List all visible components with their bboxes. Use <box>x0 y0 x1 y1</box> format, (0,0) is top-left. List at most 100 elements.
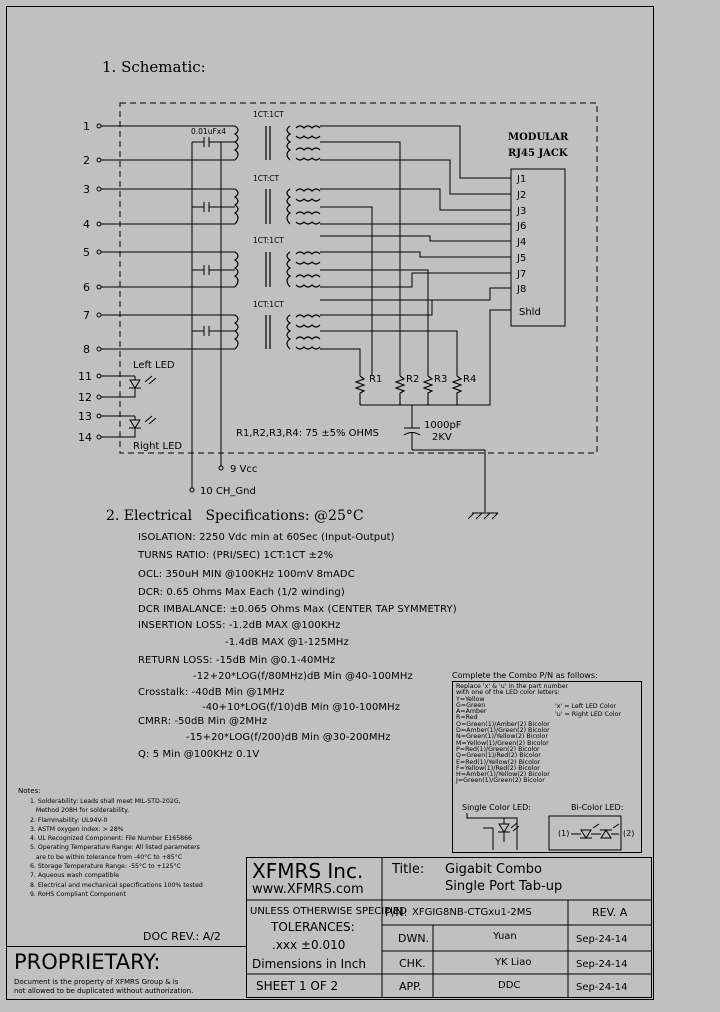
electrical-title-a: 2. Electrical <box>106 508 193 524</box>
dwn-date: Sep-24-14 <box>576 934 628 945</box>
pin-6: 6 <box>83 281 90 294</box>
spec-crosstalk-2: -40+10*LOG(f/10)dB Min @10-100MHz <box>202 702 401 713</box>
notes-list: 1. Solderability: Leads shall meet MIL-S… <box>30 798 203 901</box>
pin-8: 8 <box>83 343 90 356</box>
ratio-label-2: 1CT:CT <box>253 174 280 183</box>
note-line: 4. UL Recognized Component: File Number … <box>30 835 192 843</box>
app-label: APP. <box>399 980 422 993</box>
title-block-grid <box>246 857 652 998</box>
spec-insertion-loss-2: -1.4dB MAX @1-125MHz <box>225 637 349 648</box>
note-line: 3. ASTM oxygen index: > 28% <box>30 825 124 833</box>
pin-3: 3 <box>83 183 90 196</box>
spec-dcr: DCR: 0.65 Ohms Max Each (1/2 winding) <box>138 587 345 598</box>
unless-label: UNLESS OTHERWISE SPECIFIED <box>250 906 407 917</box>
proprietary-line-2: not allowed to be duplicated without aut… <box>14 987 194 995</box>
single-led-label: Single Color LED: <box>462 803 531 812</box>
hv-cap-value: 1000pF <box>424 420 462 431</box>
electrical-title: 2. Electrical Specifications: @25°C <box>106 508 364 524</box>
ratio-label-3: 1CT:1CT <box>253 236 284 245</box>
proprietary-line-1: Document is the property of XFMRS Group … <box>14 978 179 986</box>
pin-11: 11 <box>78 370 92 383</box>
note-line: 2. Flammability: UL94V-0 <box>30 816 108 824</box>
combo-line: H=Amber(1)/Yellow(2) Bicolor <box>456 771 550 779</box>
right-led-label: Right LED <box>133 441 182 452</box>
company-website: www.XFMRS.com <box>252 882 364 897</box>
combo-line: E=Red(1)/Yellow(2) Bicolor <box>456 758 541 766</box>
bi-led-label: Bi-Color LED: <box>571 803 624 812</box>
dwn-label: DWN. <box>398 932 430 945</box>
ratio-label-1: 1CT:1CT <box>253 110 284 119</box>
spec-crosstalk: Crosstalk: -40dB Min @1MHz <box>138 687 285 698</box>
spec-return-loss-2: -12+20*LOG(f/80MHz)dB Min @40-100MHz <box>193 671 413 682</box>
jack-pin-j2: J2 <box>516 190 526 201</box>
combo-line: Q=Green(1)/Red(2) Bicolor <box>456 752 541 760</box>
chk-label: CHK. <box>399 957 426 970</box>
r4-label: R4 <box>463 374 476 385</box>
combo-title: Complete the Combo P/N as follows: <box>452 671 598 680</box>
title-line-2: Single Port Tab-up <box>445 879 563 894</box>
r2-label: R2 <box>406 374 419 385</box>
combo-line: J=Green(1)/Green(2) Bicolor <box>456 777 545 785</box>
spec-insertion-loss: INSERTION LOSS: -1.2dB MAX @100KHz <box>138 620 341 631</box>
hv-cap-voltage: 2KV <box>432 432 452 443</box>
combo-u-note: 'u' = Right LED Color <box>555 711 622 718</box>
bi-led-2: (2) <box>623 829 634 838</box>
jack-pin-j8: J8 <box>516 284 526 295</box>
jack-pin-j5: J5 <box>516 253 526 264</box>
combo-line: F=Yellow(1)/Red(2) Bicolor <box>456 764 540 772</box>
jack-pin-j4: J4 <box>516 237 526 248</box>
combo-line: D=Amber(1)/Green(2) Bicolor <box>456 727 550 735</box>
combo-line: R=Red <box>456 714 478 722</box>
chk-date: Sep-24-14 <box>576 959 628 970</box>
part-number: XFGIG8NB-CTGxu1-2MS <box>412 907 532 918</box>
combo-line: A=Amber <box>456 708 487 716</box>
jack-title-2: RJ45 JACK <box>508 148 568 159</box>
pn-label: P/N: <box>385 906 408 919</box>
combo-line: P=Red(1)/Green(2) Bicolor <box>456 745 540 753</box>
proprietary-rule <box>6 946 246 947</box>
chk-name: YK Liao <box>495 957 532 968</box>
note-line: are to be within tolerance from -40°C to… <box>30 853 183 861</box>
app-name: DDC <box>498 980 521 991</box>
title-block: XFMRS Inc. www.XFMRS.com Title: Gigabit … <box>246 857 652 998</box>
jack-title-1: MODULAR <box>508 132 569 143</box>
pin-14: 14 <box>78 431 92 444</box>
note-line: 8. Electrical and mechanical specificati… <box>30 881 203 889</box>
spec-ocl: OCL: 350uH MIN @100KHz 100mV 8mADC <box>138 569 355 580</box>
r1-label: R1 <box>369 374 382 385</box>
dwn-name: Yuan <box>493 931 517 942</box>
spec-turns-ratio: TURNS RATIO: (PRI/SEC) 1CT:1CT ±2% <box>138 550 334 561</box>
spec-q: Q: 5 Min @100KHz 0.1V <box>138 749 260 760</box>
spec-isolation: ISOLATION: 2250 Vdc min at 60Sec (Input-… <box>138 532 395 543</box>
combo-x-note: 'x' = Left LED Color <box>555 703 617 710</box>
combo-line: Replace 'x' & 'u' in the part number <box>456 683 569 690</box>
combo-line: O=Green(1)/Amber(2) Bicolor <box>456 720 550 728</box>
combo-line: M=Yellow(1)/Green(2) Bicolor <box>456 739 549 747</box>
combo-line: with one of the LED color letters: <box>456 689 560 697</box>
app-date: Sep-24-14 <box>576 982 628 993</box>
pin-4: 4 <box>83 218 90 231</box>
title-label: Title: <box>392 862 425 877</box>
pin-2: 2 <box>83 154 90 167</box>
schematic-diagram: 1 2 3 4 5 6 7 8 11 12 13 14 0.01uFx4 1CT… <box>78 102 598 520</box>
jack-pin-j1: J1 <box>516 174 526 185</box>
electrical-title-b: Specifications: @25°C <box>205 508 364 524</box>
combo-line: Y=Yellow <box>456 695 485 703</box>
resistor-note: R1,R2,R3,R4: 75 ±5% OHMS <box>236 428 379 439</box>
drawing-border <box>6 6 654 1000</box>
jack-pin-shld: Shld <box>519 307 541 318</box>
pin-5: 5 <box>83 246 90 259</box>
jack-pin-j6: J6 <box>516 221 526 232</box>
title-line-1: Gigabit Combo <box>445 862 542 877</box>
note-line: 9. RoHS Compliant Component <box>30 890 126 898</box>
left-led-label: Left LED <box>133 360 175 371</box>
jack-pin-j7: J7 <box>516 269 526 280</box>
pin-1: 1 <box>83 120 90 133</box>
spec-dcr-imbalance: DCR IMBALANCE: ±0.065 Ohms Max (CENTER T… <box>138 604 457 615</box>
notes-title: Notes: <box>18 787 41 795</box>
spec-return-loss: RETURN LOSS: -15dB Min @0.1-40MHz <box>138 655 336 666</box>
tolerance-value: .xxx ±0.010 <box>272 938 346 952</box>
combo-line: G=Green <box>456 701 486 709</box>
cap-label: 0.01uFx4 <box>191 127 226 136</box>
dimensions-label: Dimensions in Inch <box>252 957 366 971</box>
